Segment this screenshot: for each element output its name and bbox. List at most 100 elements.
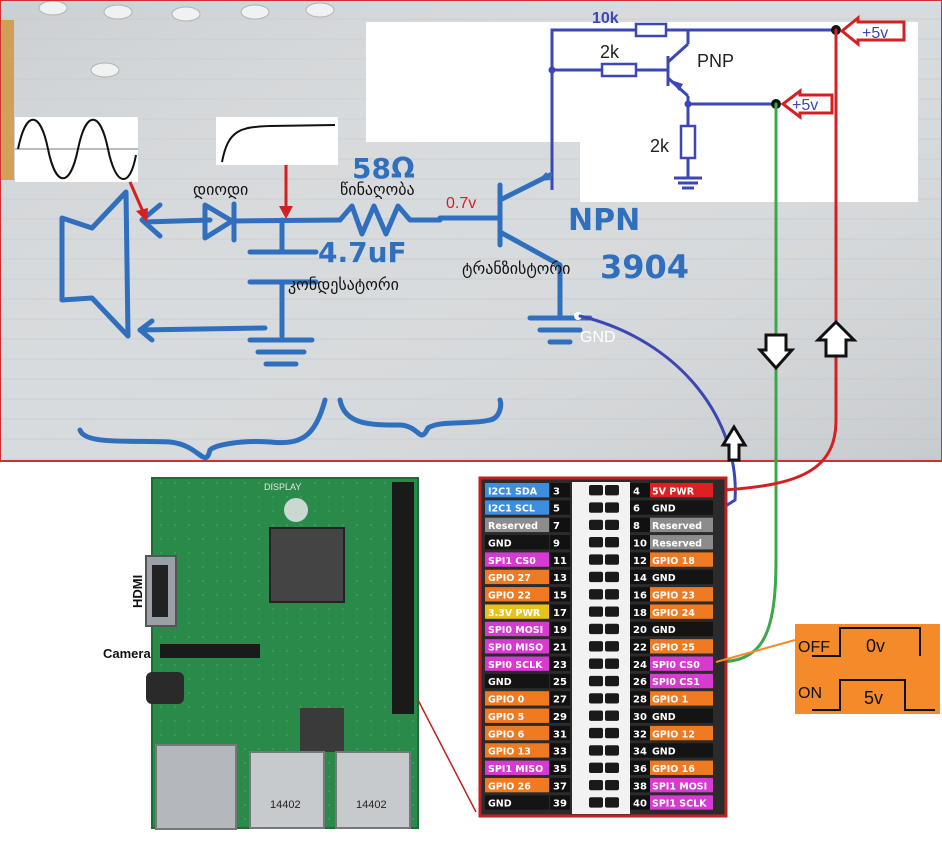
pin-label-bg — [485, 517, 549, 533]
pin-label: GPIO 27 — [488, 573, 531, 584]
pin-label-bg — [649, 725, 713, 741]
pin-label-bg — [485, 569, 549, 585]
pin-label-bg — [649, 777, 713, 793]
pin-socket — [605, 606, 619, 617]
pin-label-bg — [649, 743, 713, 758]
pin-label-bg — [485, 795, 549, 810]
npn-label: NPN — [568, 203, 640, 238]
pin-number: 31 — [553, 729, 567, 740]
pin-label: GND — [488, 538, 512, 549]
pin-number: 34 — [633, 747, 647, 758]
pin-label-bg — [649, 708, 713, 723]
pin-socket — [589, 502, 603, 513]
supply-arrow-mid: +5v — [780, 87, 834, 121]
pin-label-bg — [649, 639, 713, 654]
pin-socket — [605, 641, 619, 652]
pin-socket — [589, 589, 603, 600]
resistor-value: 58Ω — [352, 152, 415, 185]
transistor-label: ტრანზისტორი — [462, 259, 570, 278]
pin-number: 5 — [553, 504, 560, 515]
pin-label-bg — [649, 517, 713, 533]
soc-chip — [269, 527, 345, 603]
pin-label: GPIO 26 — [488, 781, 531, 792]
pin-number-bg — [630, 517, 650, 533]
hdmi-label: HDMI — [130, 575, 145, 608]
pin-number: 17 — [553, 608, 567, 619]
pin-socket — [605, 727, 619, 739]
pin-number: 13 — [553, 573, 567, 584]
pin-number-bg — [630, 760, 650, 775]
pin-number-bg — [630, 500, 650, 515]
pin-socket — [605, 762, 619, 773]
pin-number: 12 — [633, 556, 647, 567]
pin-number-bg — [550, 743, 570, 758]
capacitor-label: კონდესატორი — [288, 275, 399, 294]
pin-socket — [605, 485, 619, 496]
pin-socket — [589, 571, 603, 583]
pin-number-bg — [630, 483, 650, 498]
pin-number-bg — [630, 673, 650, 689]
pin-socket — [605, 571, 619, 583]
pin-label-bg — [485, 673, 549, 689]
pin-label-bg — [485, 552, 549, 567]
power-wire — [722, 28, 838, 492]
pin-label-bg — [649, 483, 713, 498]
pnp-schematic: 10k 2k PNP 2k +5v +5v — [366, 10, 918, 202]
pin-label: SPI0 MISO — [488, 643, 543, 654]
pin-label: SPI1 SCLK — [652, 799, 707, 810]
pin-label: SPI0 CS0 — [652, 660, 700, 671]
off-value: 0v — [866, 636, 885, 656]
pin-socket — [589, 727, 603, 739]
ethernet-port — [155, 744, 237, 830]
pin-label: GPIO 5 — [488, 712, 524, 723]
pin-socket — [605, 623, 619, 635]
pin-number: 27 — [553, 695, 567, 706]
pin-label-bg — [485, 656, 549, 671]
supply-arrow-top: +5v — [839, 14, 906, 48]
pin-number-bg — [550, 569, 570, 585]
pin-number: 29 — [553, 712, 567, 723]
pin-number: 28 — [633, 695, 647, 706]
pin-socket — [589, 675, 603, 687]
gpio-header — [392, 482, 414, 714]
wires — [578, 28, 838, 664]
pin-socket — [605, 554, 619, 565]
pin-number-bg — [630, 569, 650, 585]
pin-number-bg — [630, 604, 650, 619]
camera-connector — [160, 644, 260, 658]
pin-number: 15 — [553, 590, 567, 601]
pin-socket — [589, 693, 603, 704]
right-pin-row: GPIO 18 12 — [605, 552, 713, 567]
pin-number: 40 — [633, 799, 647, 810]
pin-number-bg — [550, 708, 570, 723]
pin-label-bg — [485, 743, 549, 758]
pin-number: 14 — [633, 573, 647, 584]
pin-socket — [589, 762, 603, 773]
svg-text:+5v: +5v — [862, 25, 888, 42]
pin-number: 32 — [633, 729, 647, 740]
pin-number: 38 — [633, 781, 647, 792]
pin-label: GPIO 23 — [652, 590, 695, 601]
pin-label: GPIO 6 — [488, 729, 525, 740]
left-pin-row: GPIO 27 13 — [485, 569, 603, 585]
pin-label: GPIO 18 — [652, 556, 695, 567]
pin-label-bg — [485, 777, 549, 793]
camera-label: Camera — [103, 646, 151, 661]
pin-number: 9 — [553, 538, 560, 549]
pin-number-bg — [550, 621, 570, 637]
sine-wave-inset — [15, 117, 138, 182]
pin-label-bg — [485, 639, 549, 654]
